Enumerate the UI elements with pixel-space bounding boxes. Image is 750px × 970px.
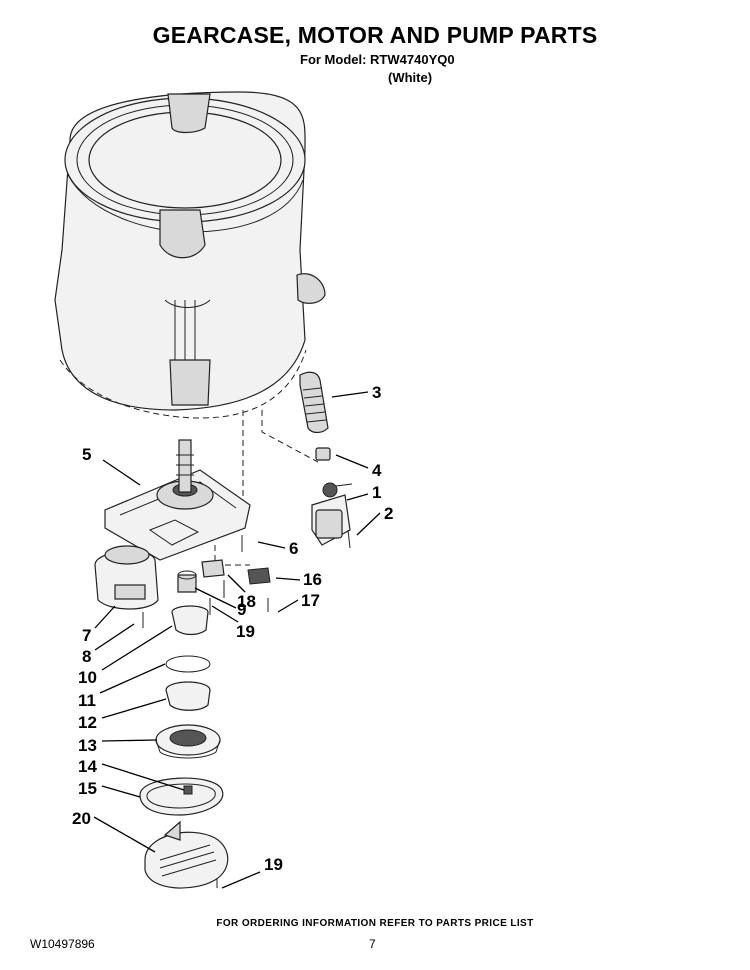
callout-1: 1 [372,483,381,502]
leader-lines [93,391,381,889]
callout-3: 3 [372,383,381,402]
model-color: (White) [388,70,433,85]
document-number: W10497896 [30,937,95,951]
outer-tub-illustration [54,91,326,419]
callout-8: 8 [82,647,91,666]
callout-19-lower: 19 [264,855,283,874]
callout-10: 10 [78,668,97,687]
callout-numbers: 3 4 1 2 5 6 16 17 18 9 19 7 8 10 11 12 1… [72,383,393,874]
connection-lines [214,410,319,566]
callout-6: 6 [289,539,298,558]
motor-illustration [94,545,159,610]
callout-20: 20 [72,809,91,828]
drive-stack-illustration [155,605,221,759]
callout-4: 4 [372,461,382,480]
callout-14: 14 [78,757,97,776]
belt-illustration [139,777,224,816]
callout-7: 7 [82,626,91,645]
ordering-note: FOR ORDERING INFORMATION REFER TO PARTS … [216,918,534,929]
callout-13: 13 [78,736,97,755]
pump-illustration [311,482,353,549]
callout-5: 5 [82,445,91,464]
gearcase-plate-illustration [104,439,251,561]
callout-18: 18 [237,592,256,611]
callout-15: 15 [78,779,97,798]
callout-2: 2 [384,504,393,523]
callout-19-upper: 19 [236,622,255,641]
callout-12: 12 [78,713,97,732]
callout-16: 16 [303,570,322,589]
drain-hose-illustration [299,371,331,461]
small-parts-illustration [142,535,271,888]
callout-17: 17 [301,591,320,610]
model-line: For Model: RTW4740YQ0 [300,52,455,67]
callout-11: 11 [78,691,96,710]
page-title: GEARCASE, MOTOR AND PUMP PARTS [152,22,598,48]
callout-9: 9 [237,600,246,619]
page-number: 7 [369,937,376,951]
motor-shield-illustration [144,820,229,889]
